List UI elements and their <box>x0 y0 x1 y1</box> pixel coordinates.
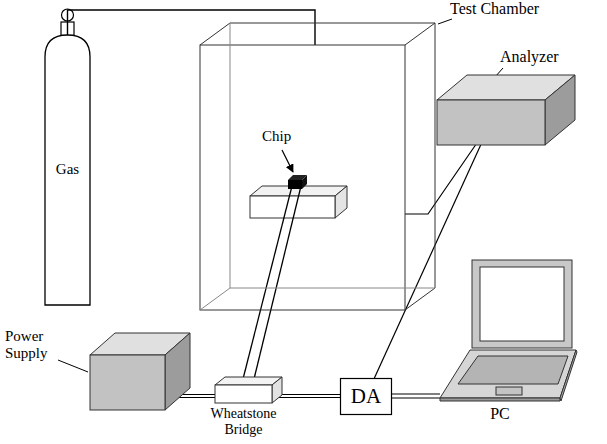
node-label: Test Chamber <box>450 0 539 18</box>
chip-pedestal <box>250 186 347 218</box>
node-label: Analyzer <box>500 48 559 66</box>
pc-laptop-outline <box>440 258 578 402</box>
gas-cylinder: Gas <box>45 35 90 305</box>
double-cable <box>272 396 340 397</box>
part-label: Chip <box>262 128 291 145</box>
chamber-leader <box>438 19 452 24</box>
power-supply-box-outline <box>90 355 165 410</box>
power-supply-box: Power Supply <box>90 355 165 410</box>
node-label: PC <box>490 405 510 423</box>
da-box: DA <box>340 378 392 415</box>
signal-line <box>374 145 480 378</box>
bridge-box-outline <box>215 385 272 403</box>
test-chamber-outline <box>200 45 405 310</box>
chip-symbol <box>288 175 307 189</box>
pc-laptop: PC <box>440 258 578 402</box>
analyzer-box: Analyzer <box>437 100 545 145</box>
node-label: Power Supply <box>5 328 67 363</box>
node-label: Gas <box>56 161 79 178</box>
double-cable <box>392 396 440 397</box>
chip-leader <box>282 150 293 172</box>
sensor-wires <box>243 186 301 379</box>
node-label: DA <box>351 384 381 408</box>
analyzer-box-outline <box>437 100 545 145</box>
node-label: Wheatstone Bridge <box>196 406 292 438</box>
test-chamber: Test Chamber <box>200 45 405 310</box>
signal-line <box>68 10 316 45</box>
bridge-box: Wheatstone Bridge <box>215 385 272 403</box>
power-leader <box>58 360 88 372</box>
